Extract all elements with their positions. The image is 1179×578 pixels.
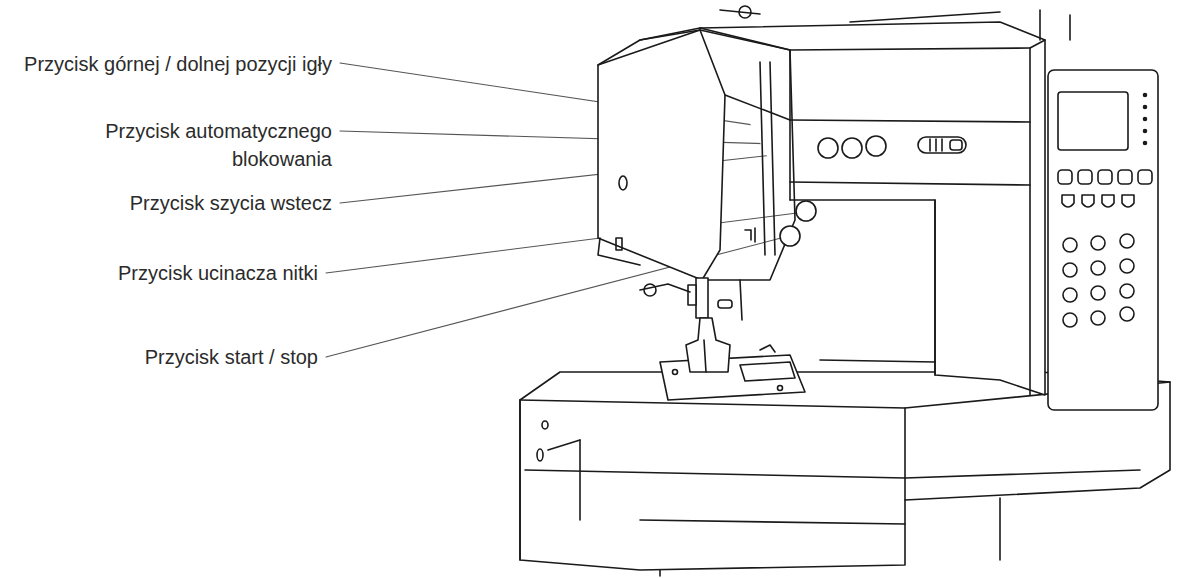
part-label: Przycisk start / stop [145,343,318,371]
machine-head [598,28,886,280]
part-label: Przycisk automatycznego blokowania [6,117,332,173]
part-label: Przycisk górnej / dolnej pozycji igły [22,50,332,78]
needle-plate [660,345,805,400]
machine-arm [700,6,1070,395]
leader-line [326,213,797,273]
part-label: Przycisk szycia wstecz [130,189,332,217]
part-label: Przycisk ucinacza nitki [118,259,318,287]
presser-foot [640,278,742,372]
leader-line [340,150,818,203]
control-panel [1048,70,1158,410]
